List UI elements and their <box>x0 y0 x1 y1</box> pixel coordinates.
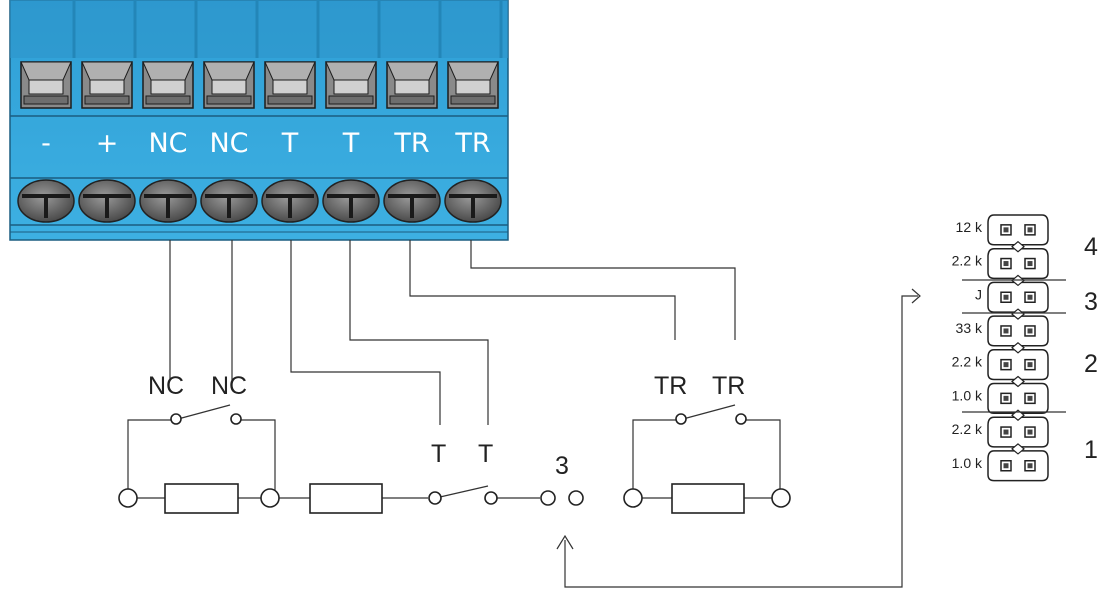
resistor-1 <box>164 483 239 514</box>
label-tr1: TR <box>654 372 687 400</box>
t-contact-right <box>484 491 498 505</box>
terminal-label-1: - <box>41 128 51 159</box>
jumper-row-label: 12 k <box>956 219 983 235</box>
label-t1: T <box>431 440 446 468</box>
jumper-row: 2.2 k <box>952 240 1049 280</box>
nc-contact-left <box>170 413 182 425</box>
group-label-3: 3 <box>1084 288 1098 316</box>
jumper-row: J <box>975 274 1049 313</box>
jumper-row: 2.2 k <box>952 342 1049 381</box>
wire-t1 <box>290 240 441 425</box>
terminal-label-4: NC <box>209 128 248 159</box>
group-label-2: 2 <box>1084 350 1098 378</box>
label-nc1: NC <box>148 372 184 400</box>
resistor-2 <box>309 483 383 514</box>
screw-icon <box>17 179 75 223</box>
screw-icon <box>261 179 319 223</box>
terminal-label-7: TR <box>393 128 429 159</box>
jumper-row-label: 1.0 k <box>952 455 983 471</box>
jumper-row: 2.2 k <box>952 409 1049 448</box>
t-switch-blade <box>439 485 489 498</box>
screw-icon <box>322 179 380 223</box>
jumper-row-label: J <box>975 286 982 302</box>
nc-switch-blade <box>177 404 231 420</box>
terminal-slot-6 <box>325 61 377 109</box>
nc-loop-right <box>240 419 276 493</box>
terminal-label-3: NC <box>148 128 187 159</box>
jumper-panel: 12 k 2.2 k J 33 k 2.2 k 1.0 k 2.2 k 1.0 k 4 3 2… <box>952 214 1098 482</box>
terminal-node-3 <box>623 488 643 508</box>
jumper-row: 12 k <box>956 214 1049 246</box>
jumper-row-label: 2.2 k <box>952 253 983 269</box>
arrow-head-up <box>556 534 574 550</box>
terminal-slot-5 <box>264 61 316 109</box>
jumper-row: 33 k <box>956 308 1049 347</box>
jumper-row: 1.0 k <box>952 443 1049 482</box>
terminal-slot-3 <box>142 61 194 109</box>
terminal-slot-1 <box>20 61 72 109</box>
terminal-node-2 <box>260 488 280 508</box>
terminal-block: - + NC NC T T TR TR <box>9 0 509 241</box>
label-tr2: TR <box>712 372 745 400</box>
tr-switch-blade <box>682 404 736 420</box>
jumper-row-label: 2.2 k <box>952 421 983 437</box>
tr-loop-right <box>746 419 781 493</box>
jumper-row: 1.0 k <box>952 375 1049 414</box>
arrow-head-right <box>911 288 921 304</box>
arrow-line <box>564 295 918 588</box>
resistor-3 <box>671 483 745 514</box>
wire-tr2 <box>470 240 736 340</box>
nc-contact-right <box>230 413 242 425</box>
terminal-slot-2 <box>81 61 133 109</box>
label-nc2: NC <box>211 372 247 400</box>
tr-contact-left <box>675 413 687 425</box>
wire-tr1 <box>409 240 676 340</box>
terminal-node-1 <box>118 488 138 508</box>
jumper-row-label: 2.2 k <box>952 354 983 370</box>
wire-t2 <box>349 240 489 425</box>
screw-icon <box>200 179 258 223</box>
terminal-slot-8 <box>447 61 499 109</box>
screw-icon <box>78 179 136 223</box>
jumper-node-left <box>540 490 556 506</box>
jumper-row-label: 1.0 k <box>952 387 983 403</box>
terminal-node-4 <box>771 488 791 508</box>
screw-icon <box>383 179 441 223</box>
screw-icon <box>139 179 197 223</box>
group-label-4: 4 <box>1084 233 1098 261</box>
t-contact-left <box>428 491 442 505</box>
nc-loop-left <box>127 419 172 493</box>
jumper-node-right <box>568 490 584 506</box>
screw-icon <box>444 179 502 223</box>
terminal-label-6: T <box>342 128 360 159</box>
terminal-slot-4 <box>203 61 255 109</box>
connection-wires <box>169 240 736 425</box>
tr-contact-right <box>735 413 747 425</box>
jumper-row-label: 33 k <box>956 320 983 336</box>
group-label-1: 1 <box>1084 436 1098 464</box>
terminal-label-5: T <box>281 128 299 159</box>
label-jumper-ref: 3 <box>555 452 569 480</box>
terminal-slot-7 <box>386 61 438 109</box>
reference-arrow <box>556 288 921 588</box>
tr-loop-left <box>632 419 677 493</box>
terminal-top-ridges <box>10 0 508 233</box>
terminal-label-8: TR <box>454 128 490 159</box>
label-t2: T <box>478 440 493 468</box>
circuit: NC NC T T 3 TR TR <box>118 372 791 514</box>
terminal-label-2: + <box>96 128 119 159</box>
